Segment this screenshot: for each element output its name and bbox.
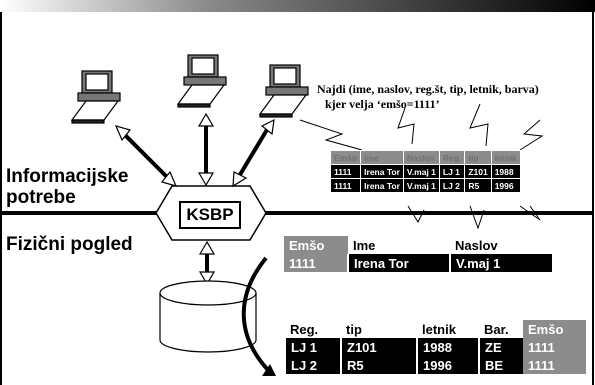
arrowhead-c3-top [260,118,275,136]
vehicle-cell: 1111 [523,356,586,374]
vehicle-header-cell: Bar. [479,320,523,338]
arrowhead-db-top [198,240,216,255]
result-header-cell: Naslov [402,150,440,165]
curved-arrow [241,256,270,372]
arrow-computer-1 [120,130,172,182]
person-table-header: Emšo Ime Naslov [284,236,552,254]
result-header-cell: Emšo [329,150,362,165]
lightning-4 [519,119,544,151]
arrowhead-c3-bottom [232,171,248,188]
label-information-needs: Informacijske potrebe [6,166,129,208]
result-cell: V.maj 1 [402,164,440,179]
vehicle-cell: R5 [340,356,417,374]
person-table: Emšo Ime Naslov 1111 Irena Tor V.maj 1 [284,236,552,272]
person-header-cell: Ime [348,236,450,254]
computer-1 [70,70,121,124]
query-line-1: Najdi (ime, naslov, reg.št, tip, letnik,… [317,82,539,96]
arrowhead-c2-top [197,112,215,127]
vehicle-cell: LJ 1 [284,338,341,356]
vehicle-cell: LJ 2 [284,356,341,374]
arrowhead-c1-top [114,125,132,142]
result-cell: Irena Tor [360,164,404,179]
arrowhead-c1-bottom [160,170,178,187]
result-header-cell: Reg. [438,150,466,165]
result-cell: 1988 [490,164,521,179]
query-text: Najdi (ime, naslov, reg.št, tip, letnik,… [317,82,587,112]
result-header-cell: letnik [490,150,521,165]
vehicle-header-cell: letnik [417,320,479,338]
database-icon [159,280,257,353]
table-row: 1111 Irena Tor V.maj 1 [284,254,552,272]
vehicle-header-cell: tip [341,320,417,338]
result-cell: Z101 [464,164,492,179]
label-information-needs-line1: Informacijske [6,166,129,187]
label-information-needs-line2: potrebe [6,187,76,208]
vehicle-header-cell: Emšo [523,320,586,338]
person-header-cell: Emšo [284,236,348,254]
result-header-cell: tip [464,150,492,165]
table-row: LJ 2 R5 1996 BE 1111 [284,356,586,374]
vehicle-header-cell: Reg. [285,320,341,338]
result-cell: LJ 1 [438,164,466,179]
person-cell: Irena Tor [347,254,450,272]
vehicle-table-header: Reg. tip letnik Bar. Emšo [285,320,586,338]
vehicle-cell: 1111 [523,338,586,356]
lightning-2 [397,107,415,145]
result-table: Emšo Ime Naslov Reg. tip letnik 1111 Ire… [329,150,521,193]
arrowhead-c2-bottom [197,172,215,187]
curved-arrowhead [262,364,276,376]
lightning-7 [519,205,541,221]
result-cell: LJ 2 [438,178,466,193]
computer-2 [176,54,227,108]
result-cell: Irena Tor [360,178,404,193]
result-cell: 1111 [329,164,362,179]
vehicle-cell: Z101 [340,338,417,356]
arrow-computer-3 [236,126,270,180]
person-header-cell: Naslov [450,236,552,254]
person-cell: V.maj 1 [449,254,552,272]
result-cell: V.maj 1 [402,178,440,193]
computer-3 [258,64,309,118]
result-cell: 1111 [329,178,362,193]
vehicle-cell: ZE [478,338,523,356]
table-row: LJ 1 Z101 1988 ZE 1111 [284,338,586,356]
vehicle-cell: 1996 [416,356,479,374]
lightning-5 [407,205,425,224]
ksbp-label: KSBP [179,201,241,229]
result-cell: R5 [464,178,492,193]
query-line-2: kjer velja ‘emšo=1111’ [325,97,440,111]
lightning-6 [469,205,485,230]
lightning-3 [469,103,489,147]
vehicle-table: Reg. tip letnik Bar. Emšo LJ 1 Z101 1988… [284,320,587,374]
person-cell: 1111 [284,254,348,272]
table-row: 1111 Irena Tor V.maj 1 LJ 2 R5 1996 [329,178,521,193]
vehicle-cell: BE [478,356,523,374]
lightning-1 [299,119,363,151]
table-row: 1111 Irena Tor V.maj 1 LJ 1 Z101 1988 [329,164,521,179]
label-physical-view: Fizični pogled [6,234,133,255]
arrowhead-db-bottom [198,271,216,286]
title-bar [0,0,595,12]
vehicle-cell: 1988 [416,338,479,356]
result-header-cell: Ime [360,150,404,165]
result-cell: 1996 [490,178,521,193]
result-table-header: Emšo Ime Naslov Reg. tip letnik [329,150,521,165]
